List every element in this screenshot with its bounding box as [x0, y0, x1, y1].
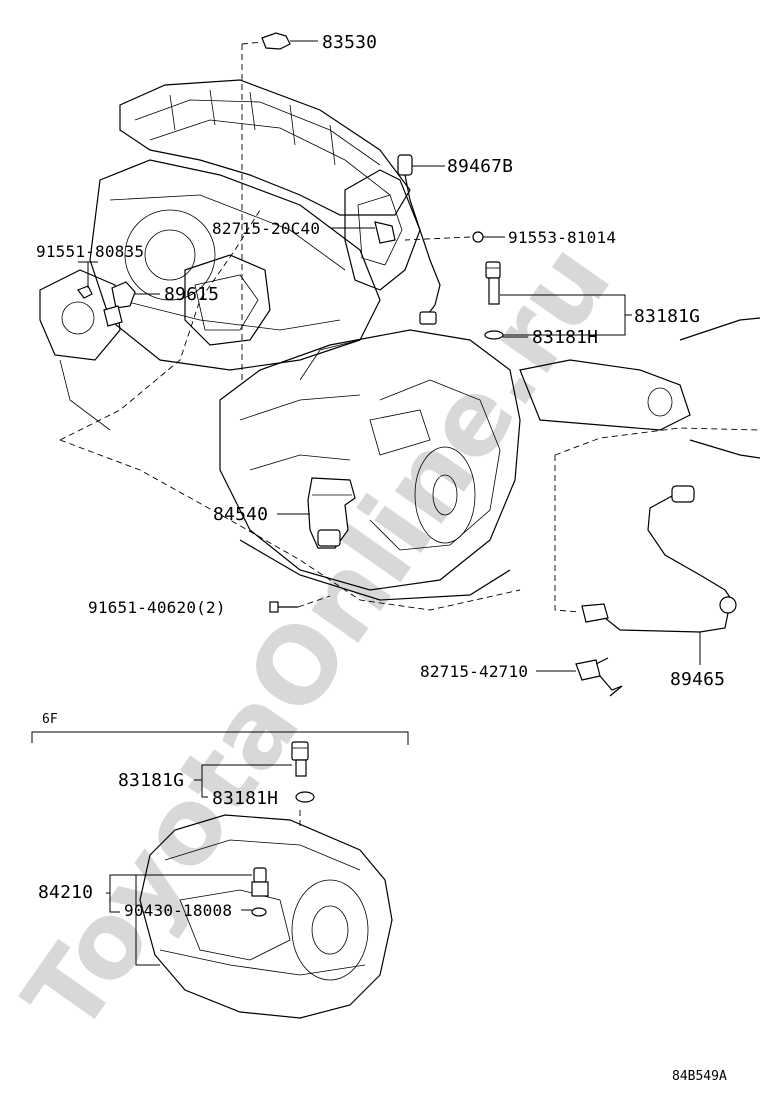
part-83530-sensor[interactable] [241, 32, 318, 380]
part-89465-sensor[interactable] [554, 455, 737, 665]
label-89467b: 89467B [447, 156, 513, 177]
section-label-6f: 6F [42, 712, 58, 727]
part-83181g-sensor[interactable] [485, 261, 632, 336]
part-84210-switch[interactable] [106, 867, 269, 966]
label-89615: 89615 [164, 284, 219, 305]
label-84210: 84210 [38, 882, 93, 903]
label-83181g: 83181G [634, 306, 700, 327]
label-82715-20c40: 82715-20C40 [212, 219, 320, 238]
part-90430-18008-gasket[interactable] [241, 907, 267, 917]
part-91651-40620-bolt[interactable] [269, 595, 331, 613]
diagram-code: 84B549A [672, 1069, 727, 1084]
part-83181g-6f-sensor[interactable] [194, 741, 309, 798]
label-82715-42710: 82715-42710 [420, 662, 528, 681]
part-91551-80835-bolt[interactable] [77, 261, 98, 299]
label-91551-80835: 91551-80835 [36, 242, 144, 261]
part-83181h-o-ring[interactable] [484, 330, 504, 340]
label-84540: 84540 [213, 504, 268, 525]
part-89615-sensor[interactable] [103, 281, 160, 327]
label-83530: 83530 [322, 32, 377, 53]
part-91553-81014-bolt[interactable] [404, 231, 505, 243]
part-83181h-6f-o-ring[interactable] [295, 791, 315, 803]
engine-assembly-illustration [39, 79, 760, 611]
label-91651-40620: 91651-40620(2) [88, 598, 226, 617]
label-89465: 89465 [670, 669, 725, 690]
transaxle-6f-illustration [139, 810, 393, 1019]
part-82715-42710-clip[interactable] [536, 657, 623, 697]
label-91553-81014: 91553-81014 [508, 228, 616, 247]
section-bracket [31, 731, 409, 745]
label-90430-18008: 90430-18008 [124, 901, 232, 920]
part-89467b-sensor[interactable] [397, 154, 445, 325]
part-84540-switch[interactable] [277, 477, 356, 549]
label-83181h-6f: 83181H [212, 788, 278, 809]
part-82715-20c40-clamp[interactable] [330, 221, 396, 244]
label-83181h: 83181H [532, 327, 598, 348]
label-83181g-6f: 83181G [118, 770, 184, 791]
